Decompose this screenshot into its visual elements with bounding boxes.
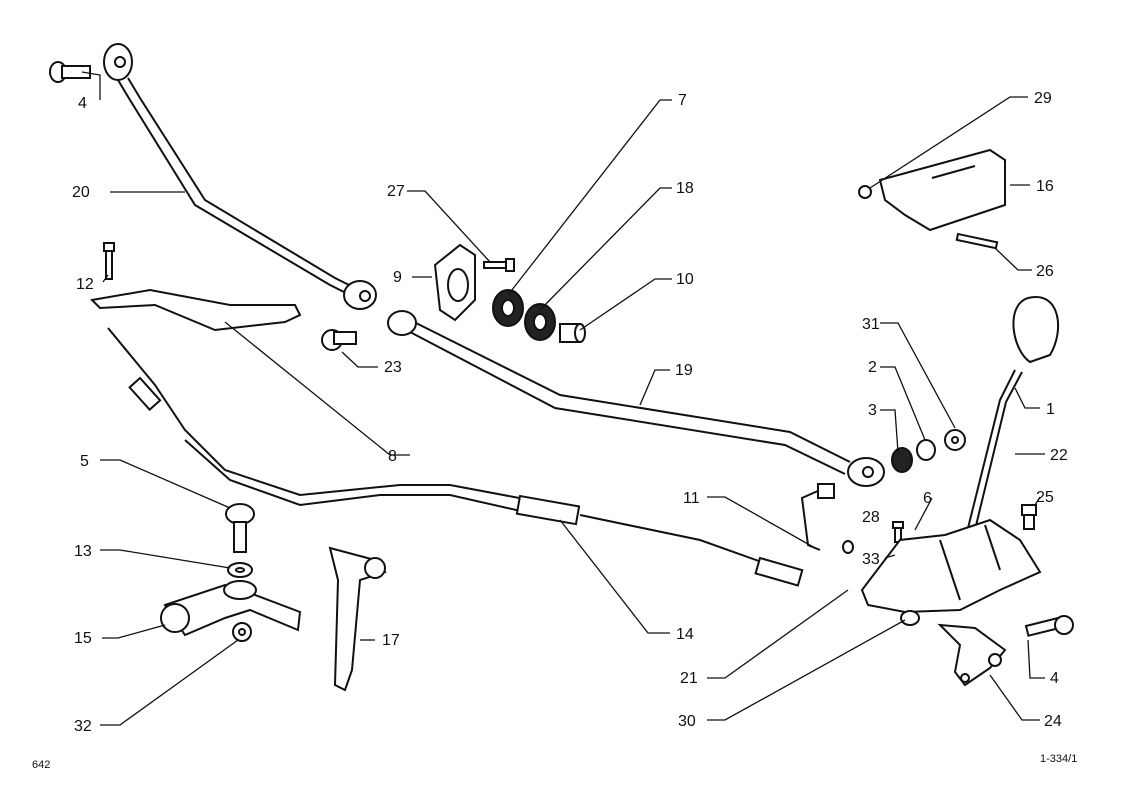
label-20: 20 bbox=[72, 184, 90, 201]
label-32: 32 bbox=[74, 718, 92, 735]
label-4-top: 4 bbox=[78, 95, 87, 112]
label-22: 22 bbox=[1050, 447, 1068, 464]
part-27-screw bbox=[483, 258, 515, 272]
label-28: 28 bbox=[862, 509, 880, 526]
leader-lines bbox=[81, 71, 1045, 726]
page-number: 642 bbox=[32, 759, 50, 771]
part-9-flange bbox=[433, 243, 476, 322]
label-8: 8 bbox=[388, 448, 397, 465]
label-11: 11 bbox=[683, 490, 700, 507]
part-26-screw bbox=[955, 232, 999, 250]
callout-labels: 4 20 12 8 27 9 23 7 18 10 19 5 13 15 32 … bbox=[72, 90, 1068, 735]
part-29-nut bbox=[858, 185, 872, 199]
part-15-lever bbox=[160, 580, 302, 637]
part-11-link bbox=[800, 483, 835, 551]
label-4-right: 4 bbox=[1050, 670, 1059, 687]
part-14-cable bbox=[107, 327, 804, 587]
label-31: 31 bbox=[862, 316, 880, 333]
label-3: 3 bbox=[868, 402, 877, 419]
part-3-bush bbox=[891, 447, 913, 473]
label-24: 24 bbox=[1044, 713, 1062, 730]
part-18-bush bbox=[524, 303, 556, 341]
label-16: 16 bbox=[1036, 178, 1054, 195]
label-26: 26 bbox=[1036, 263, 1054, 280]
label-5: 5 bbox=[80, 453, 89, 470]
part-31-washer bbox=[944, 429, 966, 451]
label-18: 18 bbox=[676, 180, 694, 197]
part-10-sleeve bbox=[559, 323, 586, 343]
label-27: 27 bbox=[387, 183, 405, 200]
part-19-lower-rod bbox=[387, 310, 885, 487]
part-8-bracket bbox=[89, 288, 302, 332]
label-15: 15 bbox=[74, 630, 92, 647]
label-13: 13 bbox=[74, 543, 92, 560]
part-25-bolt bbox=[1021, 504, 1037, 530]
label-19: 19 bbox=[675, 362, 693, 379]
part-7-bush bbox=[492, 289, 524, 327]
label-2: 2 bbox=[868, 359, 877, 376]
part-5-pin bbox=[225, 503, 255, 553]
label-30: 30 bbox=[678, 713, 696, 730]
part-16-cover bbox=[878, 148, 1006, 232]
part-1-knob bbox=[1012, 295, 1060, 364]
part-30-bush bbox=[900, 610, 920, 626]
part-2-spacer bbox=[916, 439, 936, 461]
label-6: 6 bbox=[923, 490, 932, 507]
part-17-arm bbox=[328, 546, 387, 692]
part-21-housing bbox=[860, 518, 1042, 614]
label-33: 33 bbox=[862, 551, 880, 568]
part-22-lever bbox=[964, 369, 1023, 543]
part-20-upper-rod bbox=[103, 43, 377, 310]
part-24-lever-arm bbox=[937, 623, 1007, 687]
label-29: 29 bbox=[1034, 90, 1052, 107]
part-12-bolt bbox=[103, 242, 115, 280]
part-13-washer bbox=[227, 562, 253, 578]
label-12: 12 bbox=[76, 276, 94, 293]
label-14: 14 bbox=[676, 626, 694, 643]
label-25: 25 bbox=[1036, 489, 1054, 506]
label-7: 7 bbox=[678, 92, 687, 109]
label-10: 10 bbox=[676, 271, 694, 288]
label-17: 17 bbox=[382, 632, 400, 649]
label-21: 21 bbox=[680, 670, 698, 687]
drawing-reference: 1-334/1 bbox=[1040, 753, 1077, 765]
label-9: 9 bbox=[393, 269, 402, 286]
part-28-nut bbox=[842, 540, 854, 554]
label-23: 23 bbox=[384, 359, 402, 376]
label-1: 1 bbox=[1046, 401, 1055, 418]
part-4-pin-right bbox=[1024, 615, 1074, 637]
part-4-pin-top bbox=[49, 61, 91, 83]
part-23-pin bbox=[321, 329, 357, 351]
part-32-nut bbox=[232, 622, 252, 642]
